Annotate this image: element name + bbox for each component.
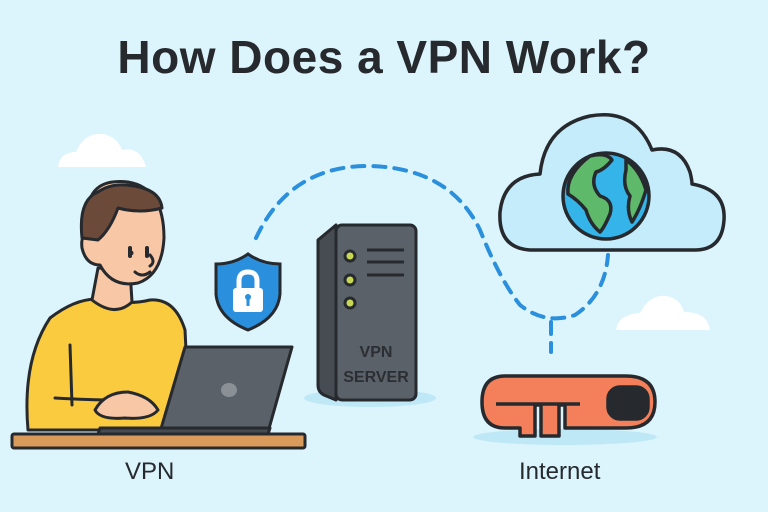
shield-lock-icon [214,252,282,332]
router-icon [473,374,657,445]
page-title: How Does a VPN Work? [117,31,651,83]
internet-label: Internet [519,458,601,485]
server-icon: VPN SERVER [304,223,436,407]
laptop-icon [96,345,294,436]
person-icon [25,180,192,432]
server-label-line1: VPN [360,344,393,361]
client-label: VPN [125,458,175,485]
server-label-line2: SERVER [343,369,409,386]
desk [10,432,307,450]
connection-path [254,163,610,354]
cloud-icon [58,133,146,167]
cloud-icon [616,295,710,330]
globe-cloud-icon [498,113,726,252]
